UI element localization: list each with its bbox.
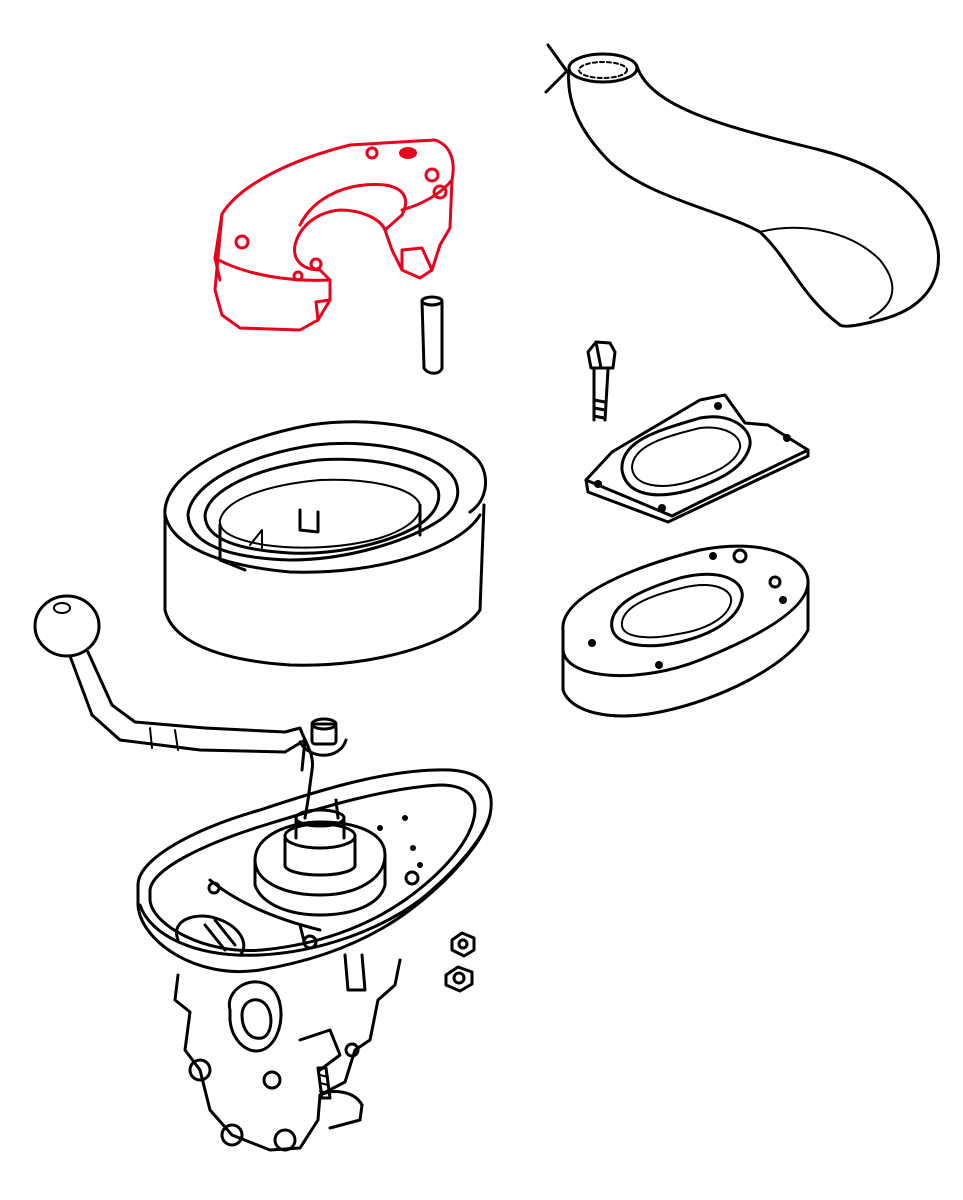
shift-lever (68, 650, 348, 802)
bezel-housing (163, 420, 488, 667)
shift-knob (33, 594, 101, 658)
dowel-pin (420, 295, 444, 375)
shift-boot (544, 43, 940, 328)
bolt (586, 340, 617, 422)
gasket (584, 393, 810, 524)
spacer-plate (561, 544, 810, 718)
shift-lever-adapter-plate (213, 138, 455, 332)
nut (444, 931, 476, 993)
shifter-assembly (136, 768, 493, 1152)
